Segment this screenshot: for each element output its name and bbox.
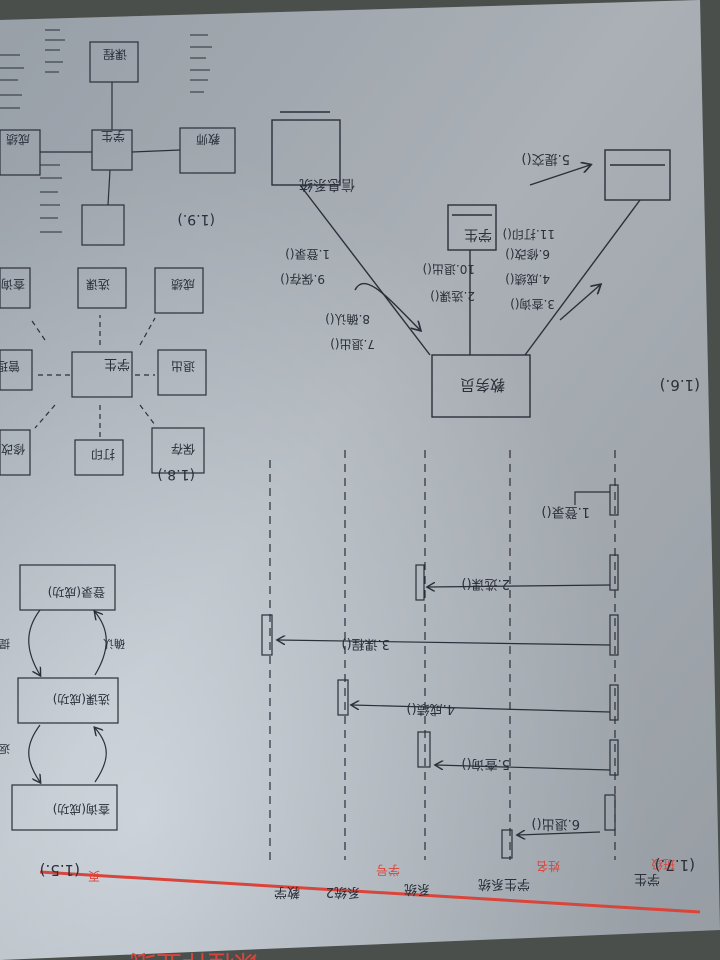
red-label-id: 学号 (376, 863, 400, 878)
state-5: 管理 (0, 359, 20, 374)
lifeline-name-1: 学生 (634, 871, 660, 887)
activity-node-4: 成绩 (6, 132, 30, 146)
link (299, 184, 431, 356)
collab-msg-5: 5.提交() (521, 151, 570, 167)
left-state-1: 登录(成功) (48, 585, 105, 600)
left-transition-1: 提交 (0, 637, 10, 651)
collab-msg-2: 2.选课() (430, 289, 475, 303)
link (524, 199, 641, 356)
activation-box (415, 564, 425, 601)
activation-box (609, 614, 619, 656)
state-diagram-label: (1.8.) (157, 466, 195, 482)
activation-box (501, 829, 513, 859)
left-transition-3: 返回 (0, 742, 10, 755)
activation-box (337, 679, 349, 716)
seq-diagram-label: (1.7.) (655, 856, 695, 874)
seq-msg-6: 6.退出() (531, 816, 580, 831)
sequence-diagram (261, 450, 619, 860)
message-arrow (428, 585, 611, 587)
activation-box (609, 684, 619, 721)
activation-box (417, 731, 431, 768)
activity-diagram (0, 41, 236, 246)
lifeline-name-3: 系统 (404, 881, 430, 896)
activity-node-2: 课程 (103, 47, 127, 62)
activity-node-1: 学生 (101, 129, 125, 144)
collab-msg-6: 6.修改() (505, 247, 550, 262)
collab-msg-1: 1.登录() (285, 247, 330, 262)
left-transition-2: 确认 (103, 637, 125, 650)
node-box-1 (271, 119, 341, 186)
red-label-page: 页 (88, 869, 100, 883)
node-box-3 (604, 149, 671, 201)
left-state-3: 查询(成功) (53, 802, 110, 816)
red-label-name: 姓名 (536, 859, 560, 874)
activation-box (609, 739, 619, 776)
collab-msg-3: 3.查询() (510, 297, 555, 311)
header-figure-number: (1.5.) (40, 861, 80, 879)
activation-box (609, 554, 619, 591)
collab-msg-11: 11.打印() (503, 227, 555, 241)
activation-box (609, 484, 619, 516)
collaboration-diagram (271, 111, 671, 418)
self-message (574, 491, 610, 505)
state-6: 修改 (1, 442, 25, 457)
seq-msg-5: 5.查询() (461, 756, 510, 771)
node-box-2 (447, 204, 497, 251)
collab-msg-4: 4.成绩() (505, 272, 550, 286)
red-header: 课程作业纸 班级 姓名 学号 页 (88, 857, 675, 960)
sheet-title: 课程作业纸 (130, 948, 260, 960)
seq-msg-2: 2.选课() (461, 576, 510, 591)
state-diagram (0, 267, 207, 476)
red-label-class: 班级 (651, 857, 675, 871)
message-arrow (352, 705, 611, 713)
node-box-4 (431, 354, 531, 418)
seq-msg-4: 4.成绩() (406, 701, 455, 716)
state-4: 退出 (171, 359, 195, 373)
left-flow-diagram (11, 564, 119, 831)
message-arrow (436, 765, 611, 771)
activation-box (604, 794, 616, 831)
activity-diagram-label: (1.9.) (177, 211, 215, 227)
handwritten-annotations (0, 29, 212, 233)
message-arrow (278, 640, 611, 646)
state-center-label: 学生 (104, 356, 130, 372)
lifeline-name-2: 学生系统 (478, 876, 530, 892)
collab-node-3: 教务员 (460, 376, 505, 394)
message-arrow (518, 832, 601, 835)
collab-diagram-label: (1.6.) (660, 376, 700, 394)
collab-msg-10: 10.退出() (423, 262, 475, 276)
lifeline-name-5: 教学 (274, 884, 300, 900)
activation-box (261, 614, 273, 656)
state-center (71, 351, 133, 398)
collab-msg-8: 8.确认() (325, 312, 370, 326)
collab-msg-9: 9.保存() (280, 272, 325, 286)
red-header-line (39, 870, 701, 914)
seq-msg-1: 1.登录() (541, 504, 590, 519)
state-7: 打印 (91, 447, 115, 461)
activity-node-3: 教师 (196, 132, 220, 147)
state-8: 保存 (171, 442, 195, 456)
state-3: 成绩 (171, 277, 195, 291)
collab-node-2: 学生 (464, 226, 492, 242)
state-2: 选课 (86, 277, 110, 291)
seq-msg-3: 3.课程() (341, 636, 390, 651)
lifeline-name-4: 系统2 (326, 884, 360, 899)
collab-msg-7: 7.退出() (330, 337, 375, 351)
collab-node-1: 信息系统 (299, 176, 355, 193)
left-state-2: 选课(成功) (53, 692, 110, 706)
state-1: 查询 (1, 277, 25, 291)
